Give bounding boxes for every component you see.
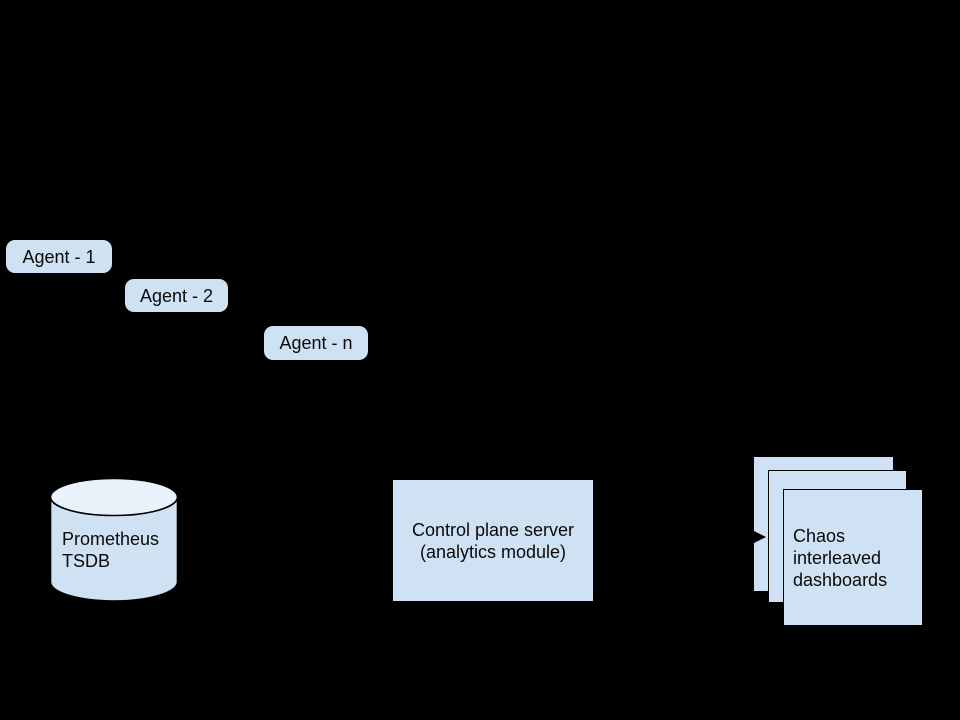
dashboards-label-line3: dashboards	[793, 569, 888, 590]
dashboards-label-line1: Chaos	[793, 525, 846, 546]
agent-1-node: Agent - 1	[6, 240, 112, 273]
agent-1-label: Agent - 1	[22, 246, 96, 267]
server-to-dashboards-connector	[593, 537, 753, 539]
prometheus-label-line2: TSDB	[62, 551, 111, 571]
prometheus-tsdb-label: Prometheus TSDB	[62, 528, 159, 572]
agent-2-node: Agent - 2	[125, 279, 228, 312]
arrowhead-icon	[752, 530, 766, 544]
control-plane-server-node: Control plane server (analytics module)	[393, 480, 593, 601]
agent-2-label: Agent - 2	[139, 285, 214, 306]
agent-n-label: Agent - n	[279, 333, 353, 353]
dashboard-card-front: Chaos interleaved dashboards	[783, 489, 923, 626]
database-cylinder-shape	[49, 477, 179, 602]
dashboards-label-line2: interleaved	[793, 547, 882, 568]
control-plane-label-line2: (analytics module)	[419, 541, 567, 562]
prometheus-tsdb-node: Prometheus TSDB	[49, 477, 179, 606]
control-plane-label-line1: Control plane server	[411, 519, 575, 540]
agent-n-node: Agent - n	[264, 326, 368, 360]
prometheus-label-line1: Prometheus	[62, 529, 160, 549]
